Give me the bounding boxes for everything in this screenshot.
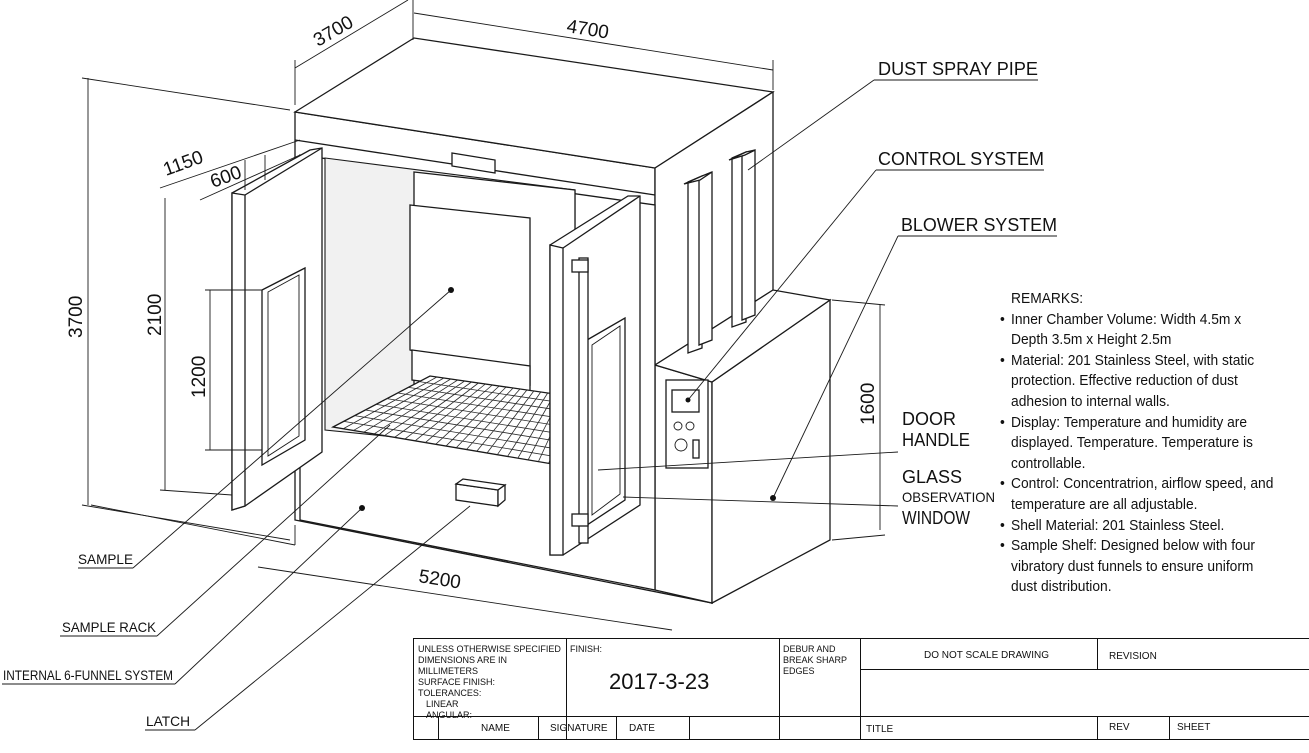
name-label: NAME bbox=[481, 723, 510, 734]
leader-dots bbox=[359, 287, 776, 511]
sample-rack bbox=[330, 375, 611, 473]
inner-chamber bbox=[324, 157, 576, 456]
title-label: TITLE bbox=[866, 724, 894, 735]
label-sample-rack: SAMPLE RACK bbox=[62, 619, 157, 635]
remark-item: Shell Material: 201 Stainless Steel. bbox=[1000, 516, 1276, 537]
finish-label: FINISH: bbox=[570, 644, 603, 654]
control-panel bbox=[665, 379, 709, 469]
label-dust-spray-pipe: DUST SPRAY PIPE bbox=[878, 59, 1038, 79]
remark-item: Inner Chamber Volume: Width 4.5m x Depth… bbox=[1000, 310, 1276, 351]
label-blower-system: BLOWER SYSTEM bbox=[901, 215, 1057, 235]
dim-door-height: 2100 bbox=[145, 294, 166, 336]
dim-cabinet-height: 1600 bbox=[858, 383, 879, 425]
label-door-handle-1: DOOR bbox=[902, 409, 956, 429]
dim-top-depth: 3700 bbox=[310, 12, 357, 51]
dimension-lines bbox=[81, 0, 886, 631]
sheet-label: SHEET bbox=[1177, 722, 1211, 733]
signature-label: SIGNATURE bbox=[550, 723, 608, 734]
label-sample: SAMPLE bbox=[78, 551, 133, 567]
top-vent-slot bbox=[451, 152, 496, 174]
remarks-panel: REMARKS: Inner Chamber Volume: Width 4.5… bbox=[1000, 289, 1276, 598]
left-door bbox=[231, 147, 323, 511]
remark-item: Material: 201 Stainless Steel, with stat… bbox=[1000, 351, 1276, 413]
label-glass-3: WINDOW bbox=[902, 508, 970, 528]
rev-label: REV bbox=[1109, 722, 1130, 733]
dim-door-depth-inner: 600 bbox=[208, 162, 245, 193]
dim-top-width: 4700 bbox=[565, 16, 610, 43]
label-glass-2: OBSERVATION bbox=[902, 489, 995, 505]
dust-spray-pipes bbox=[683, 148, 756, 354]
tolerance-notes: UNLESS OTHERWISE SPECIFIED DIMENSIONS AR… bbox=[418, 644, 561, 720]
deburr-note: DEBUR AND BREAK SHARP EDGES bbox=[783, 644, 848, 676]
right-door bbox=[549, 195, 641, 556]
dim-base-length: 5200 bbox=[417, 566, 462, 593]
label-glass-1: GLASS bbox=[902, 467, 962, 487]
dim-window-height: 1200 bbox=[189, 356, 210, 398]
revision-label: REVISION bbox=[1109, 651, 1157, 662]
label-door-handle-2: HANDLE bbox=[902, 430, 970, 450]
remark-item: Display: Temperature and humidity are di… bbox=[1000, 413, 1276, 475]
leader-lines bbox=[2, 79, 1057, 731]
title-block: UNLESS OTHERWISE SPECIFIED DIMENSIONS AR… bbox=[413, 638, 1309, 740]
dim-door-depth-outer: 1150 bbox=[161, 147, 207, 181]
do-not-scale-note: DO NOT SCALE DRAWING bbox=[924, 650, 1050, 661]
label-latch: LATCH bbox=[146, 713, 190, 729]
latch bbox=[454, 478, 507, 508]
remark-item: Sample Shelf: Designed below with four v… bbox=[1000, 536, 1276, 598]
date-label: DATE bbox=[629, 723, 655, 734]
dim-total-height: 3700 bbox=[66, 296, 87, 338]
remarks-title: REMARKS: bbox=[1011, 290, 1084, 307]
drawing-date: 2017-3-23 bbox=[609, 669, 710, 694]
label-funnel-system: INTERNAL 6-FUNNEL SYSTEM bbox=[3, 667, 173, 683]
label-control-system: CONTROL SYSTEM bbox=[878, 149, 1044, 169]
remarks-list: Inner Chamber Volume: Width 4.5m x Depth… bbox=[1000, 310, 1276, 598]
remark-item: Control: Concentratrion, airflow speed, … bbox=[1000, 474, 1276, 515]
